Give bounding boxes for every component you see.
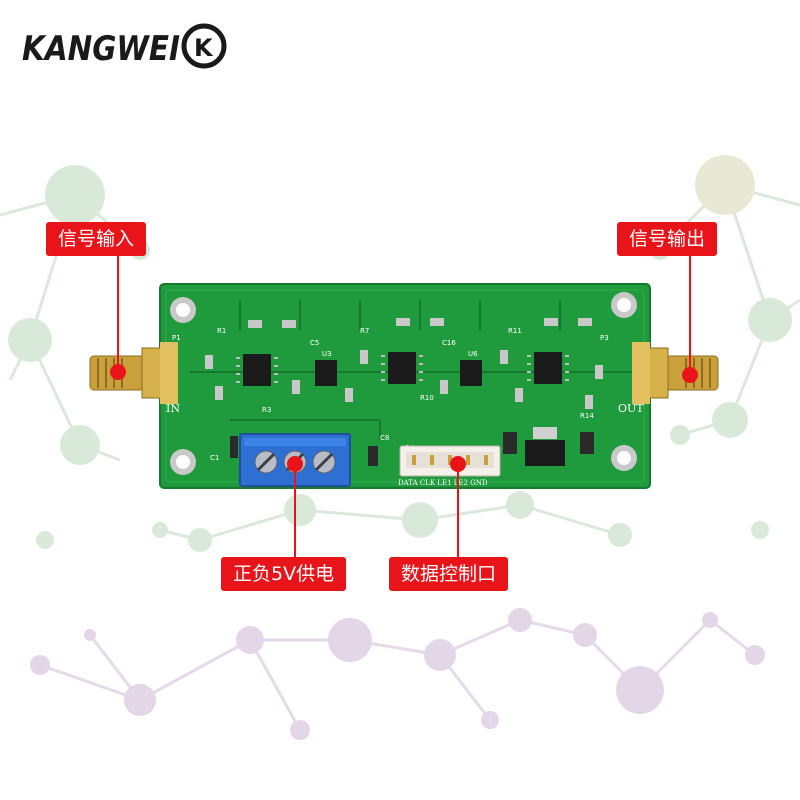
brand-logo-mark-icon bbox=[181, 23, 227, 69]
svg-text:C1: C1 bbox=[210, 454, 219, 462]
svg-text:U3: U3 bbox=[322, 350, 332, 358]
voltage-regulator bbox=[525, 427, 565, 466]
svg-text:R11: R11 bbox=[508, 327, 522, 335]
header-pins-label: DATA CLK LE1 LE2 GND bbox=[398, 479, 488, 487]
brand-logo-text: KANGWEI bbox=[22, 29, 180, 69]
sma-output-connector bbox=[632, 342, 719, 404]
data-header-connector bbox=[399, 445, 501, 477]
svg-text:P3: P3 bbox=[600, 334, 609, 342]
svg-text:K: K bbox=[194, 34, 214, 62]
power-supply-callout: 正负5V供电 bbox=[221, 557, 347, 591]
signal-input-callout: 信号输入 bbox=[46, 222, 147, 256]
svg-text:R14: R14 bbox=[580, 412, 594, 420]
svg-text:R7: R7 bbox=[360, 327, 369, 335]
svg-text:C16: C16 bbox=[442, 339, 456, 347]
ic-chips bbox=[243, 352, 562, 386]
svg-text:C8: C8 bbox=[380, 434, 389, 442]
background-network bbox=[0, 155, 800, 740]
svg-text:R3: R3 bbox=[262, 406, 271, 414]
sma-input-connector bbox=[89, 342, 178, 404]
svg-text:R10: R10 bbox=[420, 394, 434, 402]
board-out-label: OUT bbox=[618, 402, 644, 415]
smd-components bbox=[205, 318, 603, 409]
brand-logo: KANGWEI K bbox=[22, 23, 227, 69]
signal-output-callout: 信号输出 bbox=[617, 222, 718, 256]
svg-text:U6: U6 bbox=[468, 350, 478, 358]
svg-text:C5: C5 bbox=[310, 339, 319, 347]
board-in-label: IN bbox=[166, 402, 180, 415]
svg-text:R1: R1 bbox=[217, 327, 226, 335]
power-terminal-block bbox=[239, 433, 351, 487]
data-port-callout: 数据控制口 bbox=[389, 557, 509, 591]
mounting-holes bbox=[170, 292, 637, 475]
callout-leaders bbox=[110, 255, 698, 557]
svg-text:P1: P1 bbox=[172, 334, 181, 342]
